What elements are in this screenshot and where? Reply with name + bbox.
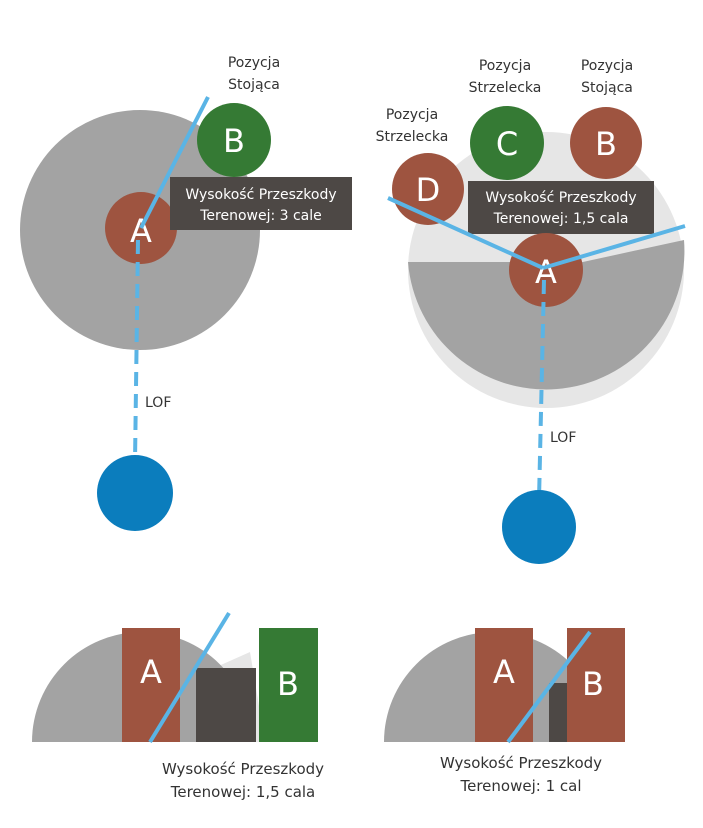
terrain-label-line2: Terenowej: 1,5 cala	[493, 211, 629, 227]
line-of-sight-right	[542, 224, 686, 270]
terrain-label-line1: Wysokość Przeszkody	[485, 190, 636, 206]
position-label-d-line1: Pozycja	[386, 107, 438, 123]
model-c-circle	[470, 106, 544, 180]
model-a-letter: A	[140, 653, 162, 691]
model-a-letter: A	[130, 212, 152, 250]
model-a-circle	[509, 233, 583, 307]
line-of-sight-left	[387, 196, 544, 270]
model-c-letter: C	[496, 125, 518, 163]
position-label-b-line1: Pozycja	[581, 58, 633, 74]
caption-line2: Terenowej: 1,5 cala	[170, 783, 316, 801]
bottom-right-side-view: A B Wysokość Przeszkody Terenowej: 1 cal	[384, 628, 625, 795]
range-zone-lower	[408, 240, 685, 390]
position-label-line1: Pozycja	[228, 55, 280, 71]
position-label-d-line2: Strzelecka	[376, 129, 449, 145]
terrain-label-line2: Terenowej: 3 cale	[199, 208, 322, 224]
model-b-letter: B	[277, 665, 299, 703]
model-b-letter: B	[595, 125, 617, 163]
model-a-letter: A	[535, 253, 557, 291]
model-b-letter: B	[582, 665, 604, 703]
caption-line1: Wysokość Przeszkody	[162, 760, 324, 778]
model-a-block	[122, 628, 180, 742]
terrain-block	[196, 668, 256, 742]
line-of-fire	[537, 279, 546, 501]
terrain-label-box	[468, 181, 654, 234]
top-right-diagram: C B D Wysokość Przeszkody Terenowej: 1,5…	[376, 58, 686, 564]
lof-label: LOF	[145, 395, 171, 411]
position-label-c-line1: Pozycja	[479, 58, 531, 74]
position-label-line2: Stojąca	[228, 77, 280, 93]
target-circle	[502, 490, 576, 564]
top-left-diagram: B A Wysokość Przeszkody Terenowej: 3 cal…	[20, 55, 352, 531]
terrain-label-line1: Wysokość Przeszkody	[185, 187, 336, 203]
model-b-letter: B	[223, 122, 245, 160]
position-label-c-line2: Strzelecka	[469, 80, 542, 96]
model-a-letter: A	[493, 653, 515, 691]
lof-label: LOF	[550, 430, 576, 446]
line-of-sight	[148, 611, 231, 744]
line-of-sight	[139, 96, 210, 229]
model-d-letter: D	[416, 171, 441, 209]
target-circle	[97, 455, 173, 531]
model-b-circle	[570, 107, 642, 179]
model-b-circle	[197, 103, 271, 177]
terrain-block	[549, 683, 569, 742]
terrain-label-box	[170, 177, 352, 230]
model-b-block	[259, 628, 318, 742]
position-label-b-line2: Stojąca	[581, 80, 633, 96]
caption-line2: Terenowej: 1 cal	[460, 777, 582, 795]
line-of-fire	[133, 239, 140, 463]
bottom-left-side-view: A B Wysokość Przeszkody Terenowej: 1,5 c…	[32, 611, 324, 801]
line-of-sight	[506, 630, 592, 744]
caption-line1: Wysokość Przeszkody	[440, 754, 602, 772]
